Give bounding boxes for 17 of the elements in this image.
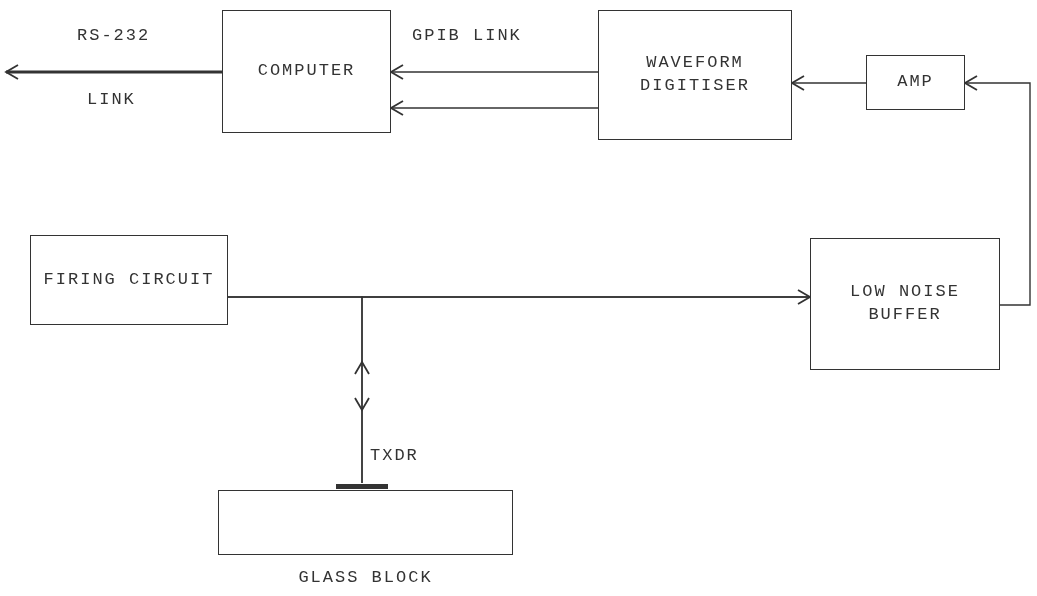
arrow	[964, 75, 1031, 306]
transducer-label: TXDR	[370, 446, 419, 465]
process-box	[30, 235, 228, 325]
process-box	[866, 55, 965, 110]
arrow	[791, 75, 867, 91]
box-label: AMP	[896, 71, 935, 94]
arrow	[390, 64, 599, 80]
box-label: WAVEFORM DIGITISER	[639, 52, 751, 97]
box-label: COMPUTER	[256, 60, 357, 83]
box-label: LOW NOISE BUFFER	[849, 281, 961, 326]
process-box	[598, 10, 792, 140]
process-box	[810, 238, 1000, 370]
process-box	[222, 10, 391, 133]
arrow	[390, 100, 599, 116]
box-label: FIRING CIRCUIT	[42, 268, 216, 291]
arrow	[5, 64, 222, 80]
block-label: GLASS BLOCK	[297, 568, 434, 587]
